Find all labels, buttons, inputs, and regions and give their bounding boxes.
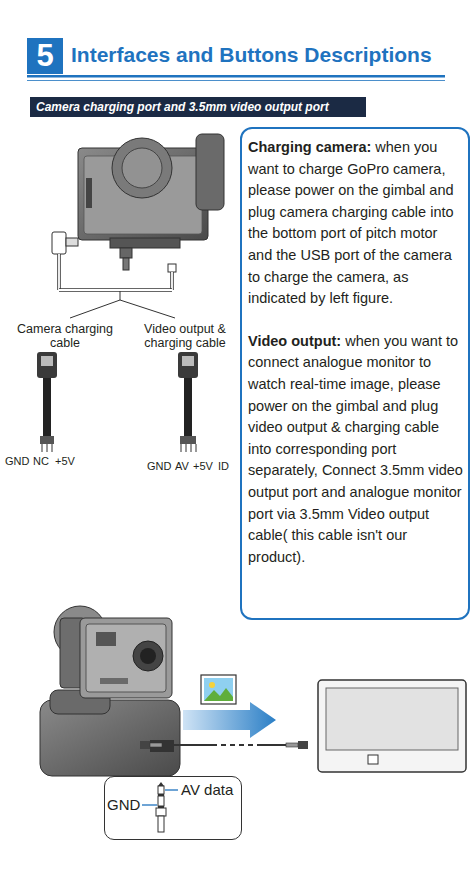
drawing-part [142,804,157,805]
drawing-part [110,238,180,248]
drawing-part [181,444,196,452]
av-cable [140,741,308,749]
drawing-part [140,741,150,749]
space [341,333,345,349]
drawing-part [27,75,445,78]
drawing-part [43,378,51,436]
drawing-part [158,816,164,832]
page-title: Interfaces and Buttons Descriptions [71,41,432,69]
drawing-part [52,232,66,254]
pin-name: GND [147,460,171,473]
drawing-part [204,688,233,701]
drawing-part [120,248,132,258]
av-pinout-box: AV dataGND [104,776,242,840]
cable-label: Video output & charging cable [125,322,245,350]
drawing-part [112,138,172,198]
drawing-part [96,632,116,646]
drawing-part [156,808,166,816]
drawing-part [184,378,192,436]
description-box: Charging camera: when you want to charge… [240,127,470,620]
drawing-part [201,675,236,704]
drawing-part [318,680,466,772]
title-rule [27,75,445,81]
drawing-part [123,258,129,270]
drawing-part [196,134,224,210]
drawing-part [80,618,172,698]
video-cable [178,352,198,452]
drawing-part [59,289,172,291]
signal-arrow [183,702,276,738]
paragraph: Charging camera: when you want to charge… [248,137,464,310]
drawing-part [41,356,53,366]
cable-label: Camera charging cable [10,322,120,350]
drawing-part [58,254,60,290]
monitor [318,680,466,772]
drawing-part [182,356,194,366]
drawing-part [86,624,166,692]
section-number: 5 [27,38,63,74]
drawing-part [209,682,215,688]
drawing-part [27,80,445,82]
box-text: Camera charging port and 3.5mm video out… [36,97,360,117]
drawing-part [100,678,128,684]
pin-name: AV [175,460,189,473]
drawing-part [122,148,162,188]
drawing-part [57,254,61,290]
pin-name: +5V [55,455,75,468]
drawing-part [368,755,378,764]
drawing-part [158,786,164,794]
paragraph-body: when you want to connect analogue monito… [248,333,463,565]
drawing-part [140,648,156,664]
drawing-part [70,291,175,318]
drawing-part [178,352,198,378]
drawing-part [158,796,164,806]
drawing-part [298,741,308,749]
drawing-part [42,444,52,452]
paragraph-body: when you want to charge GoPro camera, pl… [248,139,454,306]
drawing-part [66,238,78,246]
pin-label: GND [107,796,140,814]
charging-cable [37,352,57,452]
paragraph-heading: Video output: [248,333,341,349]
paragraph: Video output: when you want to connect a… [248,331,464,569]
pin-name: +5V [193,460,213,473]
space [371,139,375,155]
drawing-part [168,264,176,272]
drawing-part [326,688,458,750]
paragraph-heading: Charging camera: [248,139,371,155]
pin-name: GND [5,455,29,468]
box-text: 5 [27,38,63,74]
drawing-part [180,436,196,444]
drawing-part [162,744,212,746]
pin-label: AV data [181,781,233,799]
drawing-part [262,744,286,746]
drawing-part [158,782,164,786]
drawing-part [170,272,174,290]
drawing-part [133,641,163,671]
drawing-part [204,678,233,701]
drawing-part [40,436,54,444]
drawing-part [37,352,57,378]
pin-name: NC [33,455,49,468]
gimbal-bottom [40,606,180,776]
drawing-part [150,743,162,747]
drawing-part [212,744,262,746]
section-bar: Camera charging port and 3.5mm video out… [30,97,366,117]
pin-name: ID [218,460,229,473]
plug-icon [142,782,178,832]
drawing-part [86,178,92,208]
drawing-part [171,272,173,290]
image-icon [201,675,236,704]
gimbal-top [52,134,224,318]
drawing-part [59,288,172,292]
drawing-part [286,743,298,747]
drawing-part [165,789,178,790]
